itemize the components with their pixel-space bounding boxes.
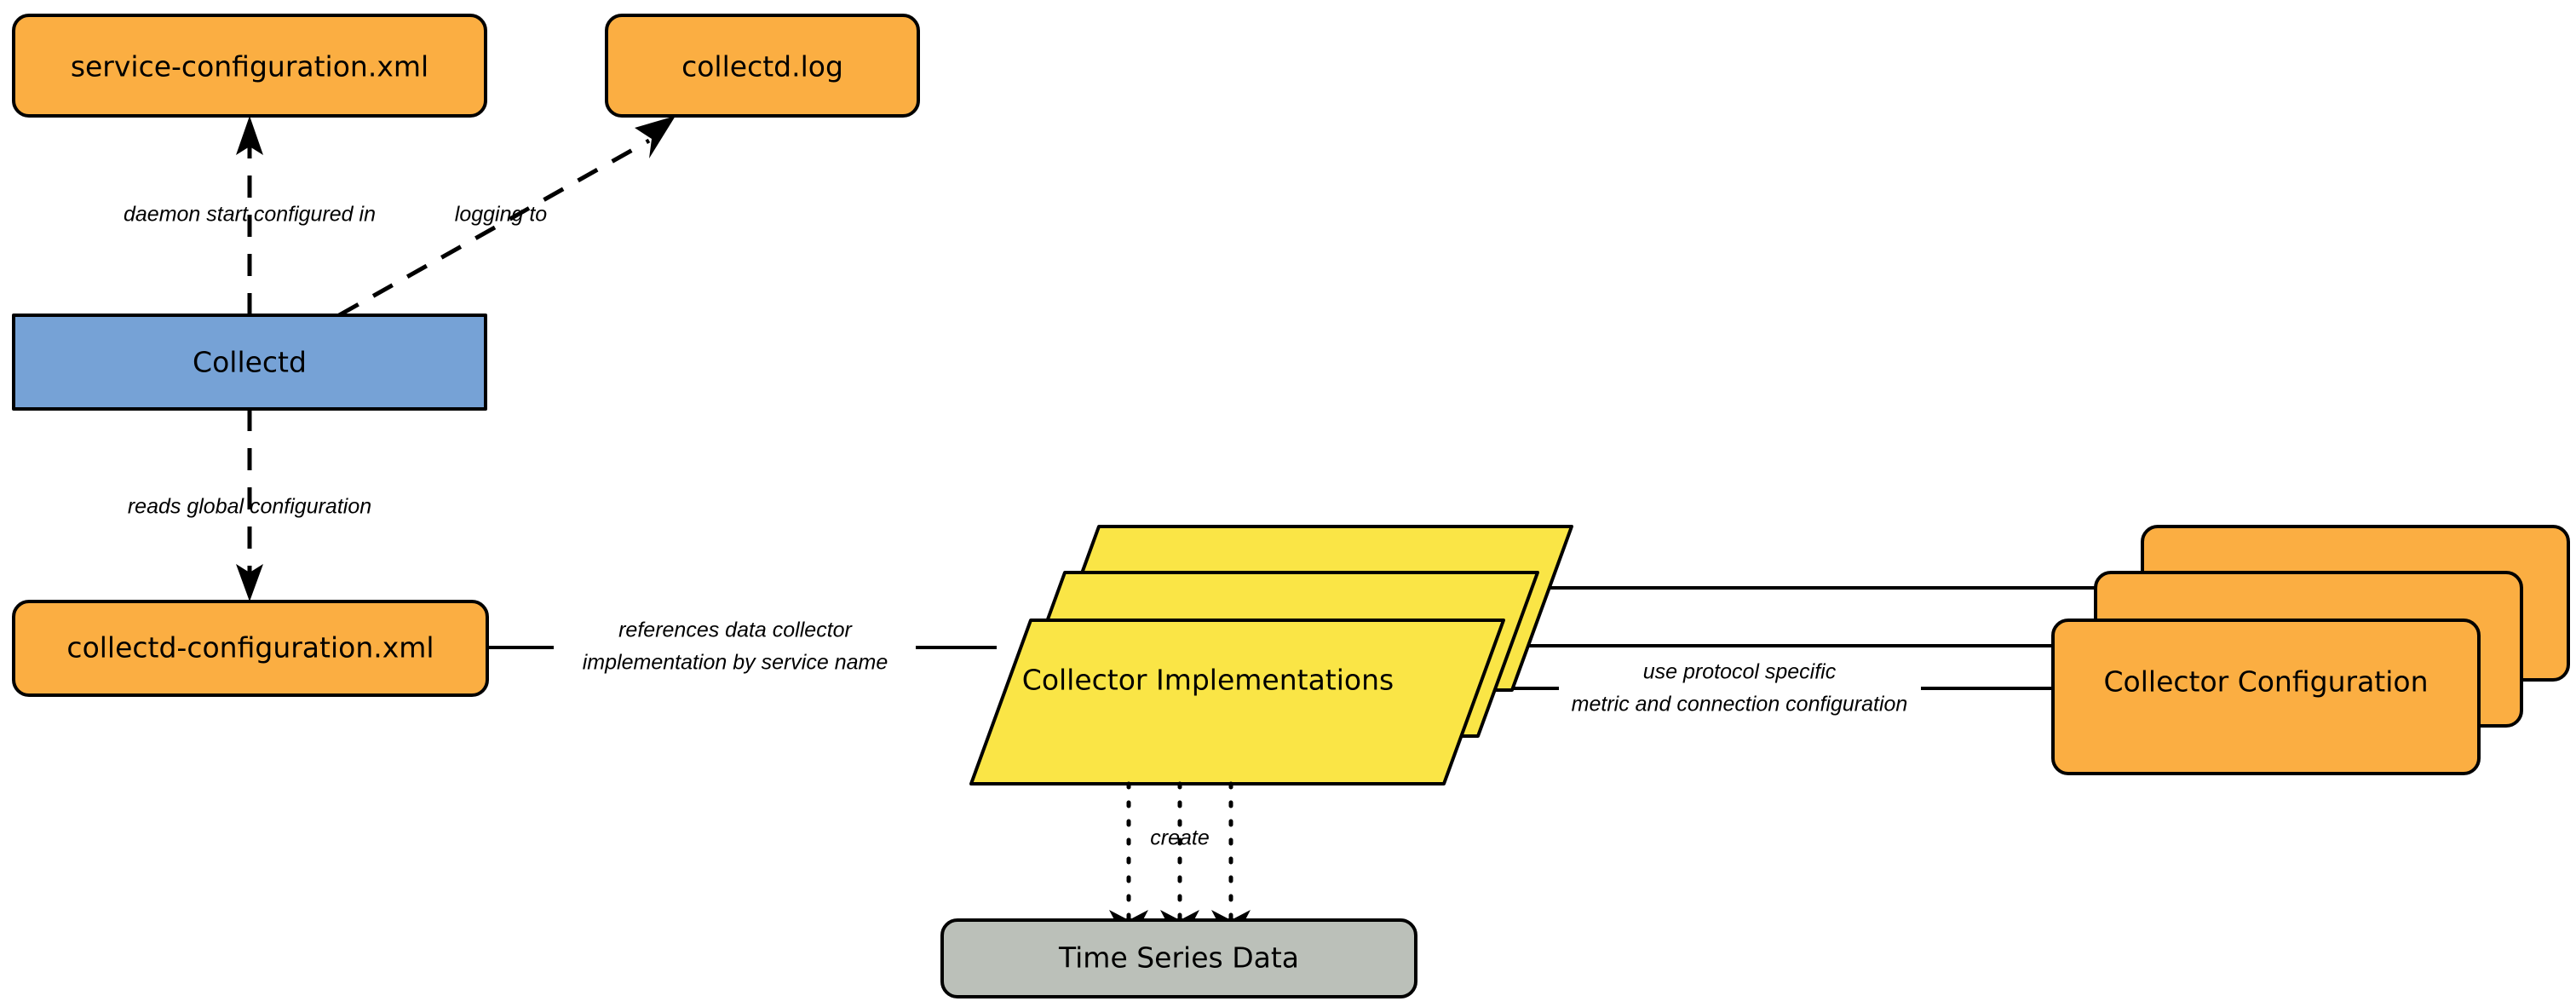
edge-references-impl-label-line2: implementation by service name xyxy=(583,651,888,675)
collectd-log-label: collectd.log xyxy=(681,50,843,83)
edge-logging-to-line xyxy=(337,138,651,318)
edge-use-protocol-label-line2: metric and connection configuration xyxy=(1572,693,1908,716)
service-configuration-xml-label: service-configuration.xml xyxy=(71,50,428,83)
edge-daemon-start-arrowhead xyxy=(236,116,263,155)
node-service-configuration-xml[interactable]: service-configuration.xml xyxy=(12,14,487,118)
node-collectd[interactable]: Collectd xyxy=(12,314,487,411)
edge-use-protocol-label-line1: use protocol specific xyxy=(1643,660,1837,684)
edge-reads-global-label: reads global configuration xyxy=(128,495,371,519)
node-collector-implementations[interactable]: Collector Implementations xyxy=(969,525,1573,785)
edge-logging-to: logging to xyxy=(337,116,676,318)
collector-configuration-box-front[interactable] xyxy=(2051,619,2481,775)
edge-reads-global-arrowhead xyxy=(236,564,263,601)
edge-logging-to-arrowhead xyxy=(635,116,676,158)
edge-reads-global-configuration: reads global configuration xyxy=(128,409,371,601)
collector-implementations-label: Collector Implementations xyxy=(1022,664,1394,697)
edge-references-impl-label: references data collector implementation… xyxy=(583,619,888,675)
node-collectd-log[interactable]: collectd.log xyxy=(605,14,920,118)
collector-configuration-label: Collector Configuration xyxy=(2104,665,2429,699)
collectd-log-box[interactable] xyxy=(605,14,920,118)
edge-logging-to-label: logging to xyxy=(455,203,548,227)
node-time-series-data[interactable]: Time Series Data xyxy=(940,918,1417,998)
node-collector-configuration[interactable]: Collector Configuration xyxy=(2051,525,2570,775)
edge-references-impl-label-line1: references data collector xyxy=(618,619,853,642)
edge-create-label: create xyxy=(1150,826,1209,850)
collector-implementations-shape-front[interactable] xyxy=(969,619,1505,785)
edge-daemon-start: daemon start configured in xyxy=(124,116,376,315)
collectd-configuration-xml-box[interactable] xyxy=(12,600,489,697)
collectd-configuration-xml-label: collectd-configuration.xml xyxy=(66,631,434,665)
collectd-label: Collectd xyxy=(193,346,307,379)
time-series-data-box[interactable] xyxy=(940,918,1417,998)
edge-use-protocol-label: use protocol specific metric and connect… xyxy=(1572,660,1908,716)
node-collectd-configuration-xml[interactable]: collectd-configuration.xml xyxy=(12,600,489,697)
edge-daemon-start-label: daemon start configured in xyxy=(124,203,376,227)
time-series-data-label: Time Series Data xyxy=(1058,941,1299,975)
